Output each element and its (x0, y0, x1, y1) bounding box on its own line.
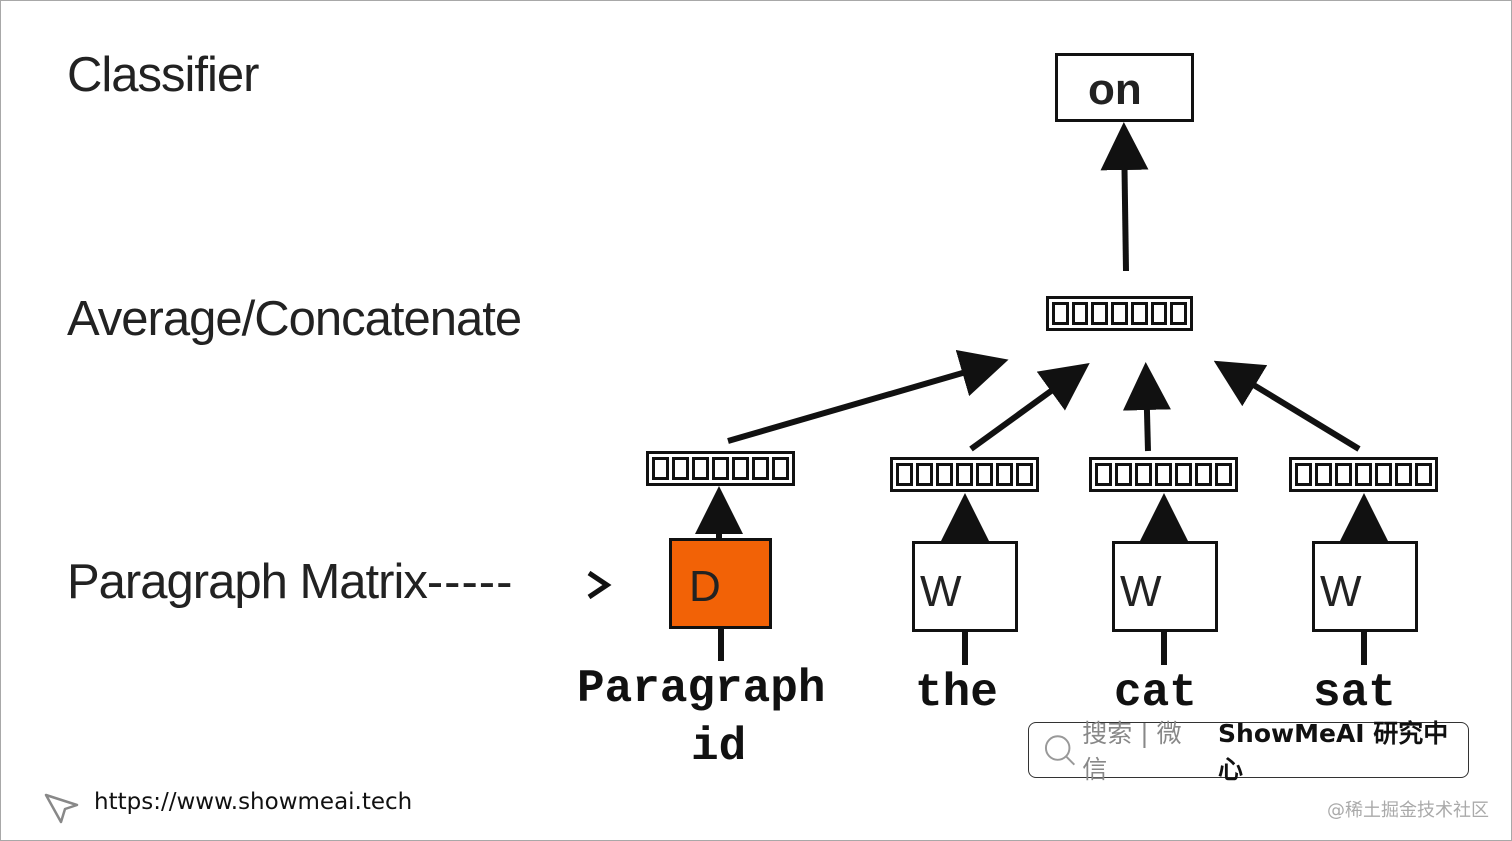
paragraph-vector (646, 451, 795, 486)
arrow-sat-to-hidden (1213, 360, 1361, 452)
cursor-icon (44, 793, 79, 824)
input-paragraph-label: Paragraph (577, 663, 826, 715)
search-icon (1044, 735, 1076, 766)
output-label: on (1088, 65, 1142, 114)
word-vector-cat (1089, 457, 1238, 492)
paragraph-matrix-letter: D (689, 562, 721, 611)
paragraph-matrix-box: D (669, 538, 772, 629)
word-matrix-letter: W (1120, 567, 1162, 616)
average-concatenate-label: Average/Concatenate (67, 292, 522, 346)
word-matrix-letter: W (1320, 567, 1362, 616)
input-word-the: the (915, 667, 998, 719)
input-paragraph-id-label: id (691, 721, 747, 773)
word-vector-sat (1289, 457, 1438, 492)
search-brand: ShowMeAI 研究中心 (1218, 719, 1449, 784)
arrow-cat-to-hidden (1122, 362, 1171, 452)
dashed-pointer-arrowhead (587, 570, 612, 600)
input-word-sat: sat (1313, 667, 1396, 719)
search-hint: 搜索 | 微信 (1082, 719, 1182, 784)
output-box: on (1055, 53, 1194, 122)
word-vector-the (890, 457, 1039, 492)
word-matrix-letter: W (920, 567, 962, 616)
arrow-the-to-hidden (969, 362, 1090, 452)
input-word-cat: cat (1114, 667, 1197, 719)
word-matrix-box-2: W (1112, 541, 1218, 632)
classifier-label: Classifier (67, 48, 259, 102)
dashed-pointer: ----- (426, 555, 514, 609)
hidden-vector (1046, 296, 1193, 331)
arrow-hidden-to-output (1100, 122, 1149, 272)
word-matrix-box-1: W (912, 541, 1018, 632)
search-bar[interactable]: 搜索 | 微信 ShowMeAI 研究中心 (1028, 719, 1469, 784)
watermark: @稀土掘金技术社区 (1327, 800, 1489, 821)
word-matrix-box-3: W (1312, 541, 1418, 632)
arrow-paragraph-to-hidden (727, 349, 1009, 444)
footer-url[interactable]: https://www.showmeai.tech (94, 789, 413, 815)
paragraph-matrix-label: Paragraph Matrix----- (67, 555, 514, 609)
